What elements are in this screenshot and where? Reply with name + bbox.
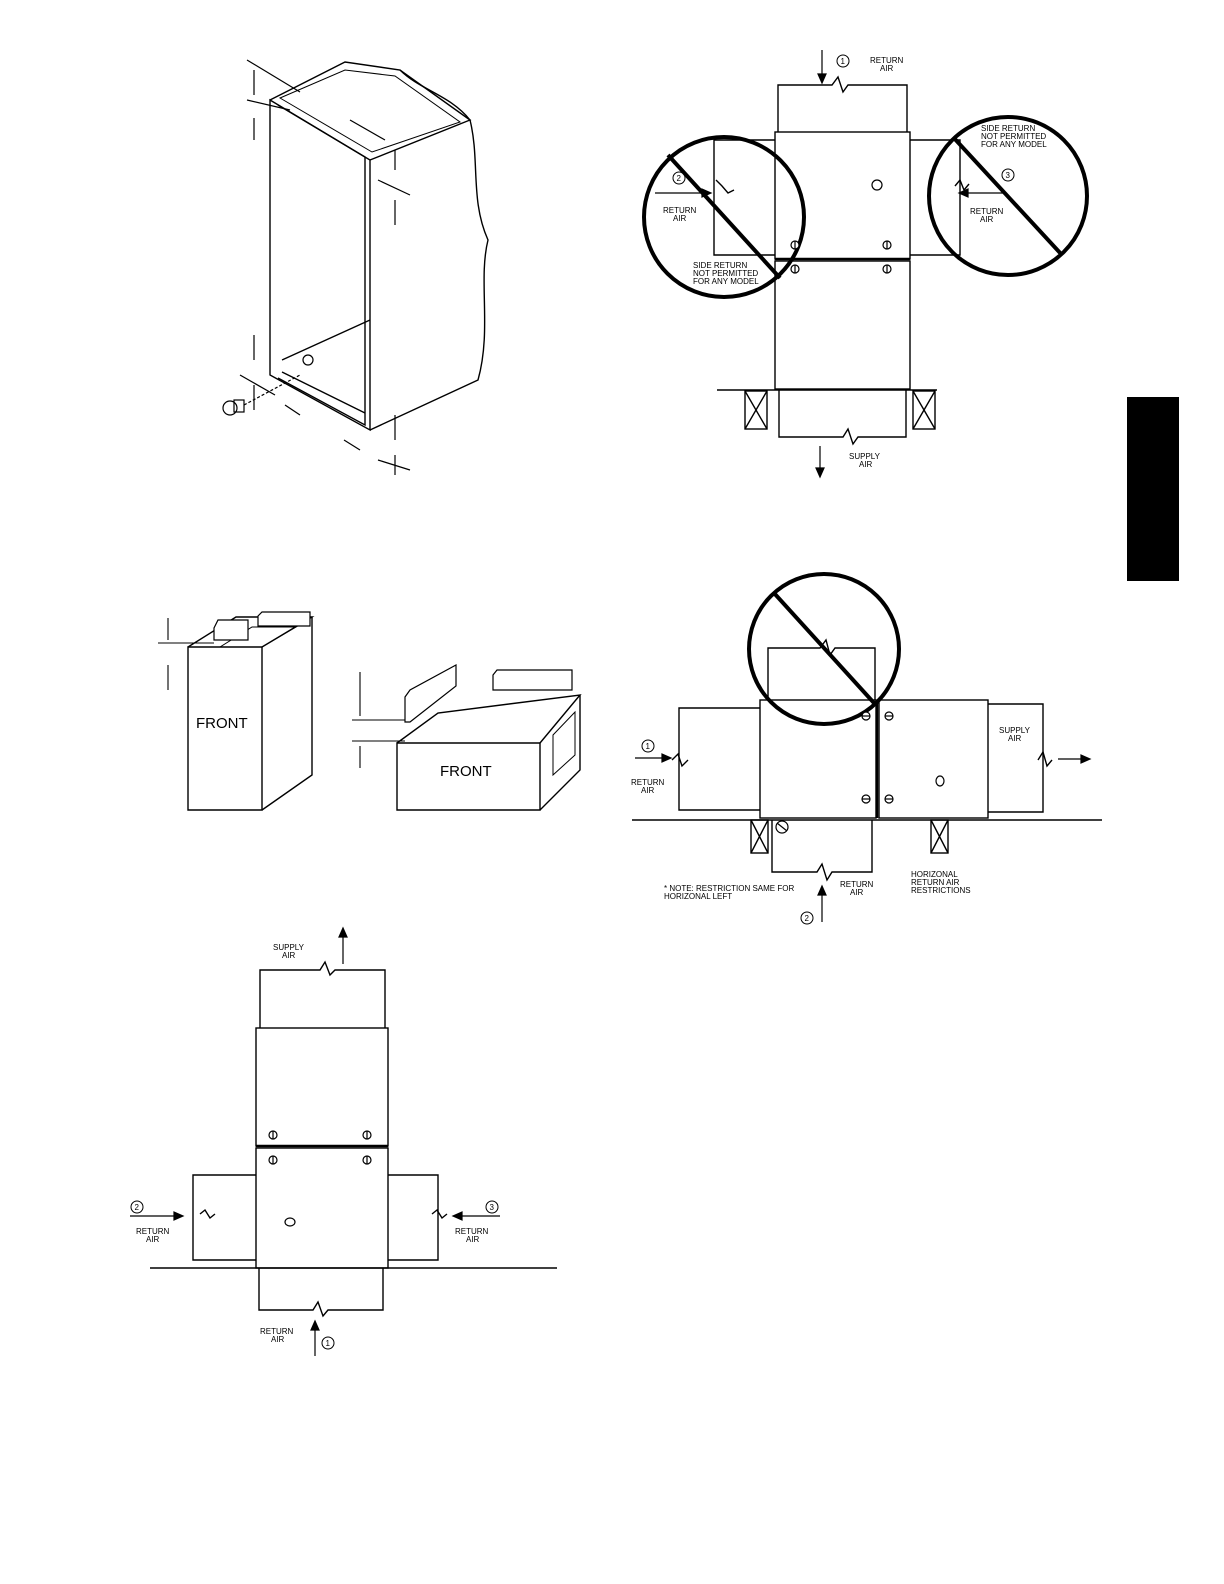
- airflow-arrows-downflow: [655, 50, 1003, 479]
- level-offset-marker-horizontal: [352, 672, 405, 768]
- return-air-top-2: AIR: [880, 64, 894, 73]
- figure-level-check: FRONT FRONT: [158, 611, 582, 811]
- callout-1-left-horizontal: [641, 739, 655, 753]
- level-offset-marker: [158, 618, 214, 690]
- section-tab: [1127, 397, 1179, 581]
- spirit-level-icon-horizontal: [404, 663, 573, 723]
- supply-air-label-2: AIR: [282, 951, 296, 960]
- return-air-right-2: AIR: [466, 1235, 480, 1244]
- supply-air-horizontal-1: SUPPLY: [999, 726, 1031, 735]
- screw-icons-downflow: [790, 179, 892, 274]
- screw-icons-horizontal: [775, 711, 945, 834]
- leveling-bolt-icon: [222, 354, 314, 416]
- prohibition-circle-left: [642, 135, 806, 299]
- figure-horizontal-return-air: 1 RETURN AIR SUPPLY AIR * NOTE: RESTRICT…: [631, 572, 1102, 925]
- return-air-left-2: AIR: [146, 1235, 160, 1244]
- return-air-bottom-horizontal-2: AIR: [850, 888, 864, 897]
- callout-2-left-downflow-num: 2: [677, 174, 682, 183]
- return-air-left-downflow-1: RETURN: [663, 206, 697, 215]
- return-air-bottom-2: AIR: [271, 1335, 285, 1344]
- upflow-assembly: [150, 960, 557, 1318]
- restrictions-1: HORIZONAL: [911, 870, 958, 879]
- downflow-assembly: [713, 75, 970, 446]
- callout-1-top-num: 1: [841, 57, 846, 66]
- figure-downflow-return-air: 1 RETURN AIR 2 RETURN AIR SIDE RETURN NO…: [642, 50, 1089, 479]
- return-air-right-1: RETURN: [455, 1227, 489, 1236]
- callout-1-left-horizontal-num: 1: [646, 742, 651, 751]
- dimension-markers: [239, 59, 411, 475]
- return-air-left-horizontal-1: RETURN: [631, 778, 665, 787]
- callout-2-bottom-horizontal-num: 2: [805, 914, 810, 923]
- callout-2-left-downflow: [672, 171, 686, 185]
- furnace-cabinet-outline: [269, 61, 489, 432]
- horizontal-unit: [396, 694, 582, 811]
- prohibition-circle-top: [747, 572, 901, 726]
- supply-air-downflow-2: AIR: [859, 460, 873, 469]
- callout-1-top: [836, 54, 850, 68]
- callout-3-right-num: 3: [490, 1203, 495, 1212]
- restrictions-3: RESTRICTIONS: [911, 886, 971, 895]
- return-air-left-1: RETURN: [136, 1227, 170, 1236]
- warning-right-2: NOT PERMITTED: [981, 132, 1046, 141]
- return-air-right-downflow-2: AIR: [980, 215, 994, 224]
- restrictions-2: RETURN AIR: [911, 878, 960, 887]
- front-label-upflow: FRONT: [196, 715, 248, 732]
- warning-left-2: NOT PERMITTED: [693, 269, 758, 278]
- upflow-unit: [187, 616, 315, 811]
- figure-leveling-legs: [222, 59, 489, 475]
- warning-right-1: SIDE RETURN: [981, 124, 1035, 133]
- return-air-left-horizontal-2: AIR: [641, 786, 655, 795]
- callout-2-bottom-horizontal: [800, 911, 814, 925]
- horizontal-assembly: [632, 638, 1102, 882]
- prohibition-circle-right: [927, 115, 1089, 277]
- warning-right-3: FOR ANY MODEL: [981, 140, 1047, 149]
- note-line-2: HORIZONAL LEFT: [664, 892, 732, 901]
- airflow-arrows: [130, 926, 500, 1356]
- return-air-left-downflow-2: AIR: [673, 214, 687, 223]
- screw-icons: [268, 1130, 372, 1227]
- airflow-arrows-horizontal: [635, 753, 1092, 922]
- note-line-1: * NOTE: RESTRICTION SAME FOR: [664, 884, 794, 893]
- callout-3-right-downflow: [1001, 168, 1015, 182]
- return-air-bottom-horizontal-1: RETURN: [840, 880, 874, 889]
- callout-3-right-downflow-num: 3: [1006, 171, 1011, 180]
- callout-1-bottom: [321, 1336, 335, 1350]
- front-label-horizontal: FRONT: [440, 763, 492, 780]
- spirit-level-icon: [213, 611, 311, 641]
- warning-left-3: FOR ANY MODEL: [693, 277, 759, 286]
- supply-air-label-1: SUPPLY: [273, 943, 305, 952]
- warning-left-1: SIDE RETURN: [693, 261, 747, 270]
- callout-3-right: [485, 1200, 499, 1214]
- figure-upflow-return-air: SUPPLY AIR 2 RETURN AIR 3 RETURN AIR RET…: [130, 926, 557, 1356]
- return-air-top-1: RETURN: [870, 56, 904, 65]
- return-air-bottom-1: RETURN: [260, 1327, 294, 1336]
- callout-2-left-num: 2: [135, 1203, 140, 1212]
- callout-1-bottom-num: 1: [326, 1339, 331, 1348]
- supply-air-horizontal-2: AIR: [1008, 734, 1022, 743]
- supply-air-downflow-1: SUPPLY: [849, 452, 881, 461]
- return-air-right-downflow-1: RETURN: [970, 207, 1004, 216]
- callout-2-left: [130, 1200, 144, 1214]
